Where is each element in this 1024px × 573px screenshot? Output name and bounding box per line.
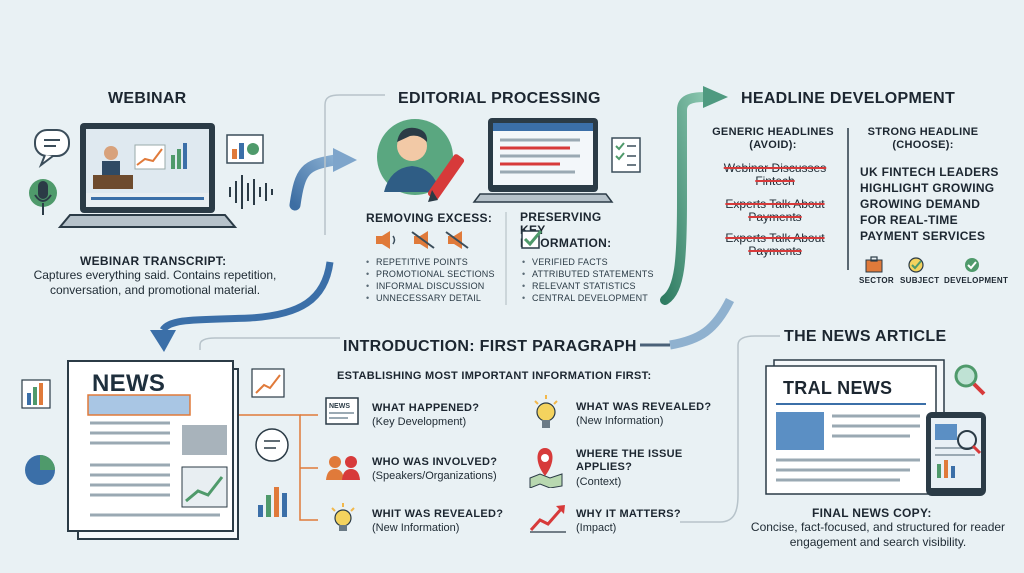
speech-bubble-icon [34, 129, 70, 168]
article-masthead: TRAL NEWS [783, 378, 893, 398]
bar-chart-icon [21, 379, 51, 409]
intro-item-title: WHIT WAS REVEALED? [372, 508, 504, 520]
tablet-icon [926, 412, 986, 496]
lightbulb-icon [331, 503, 355, 531]
intro-item-title: WHAT WAS REVEALED? [576, 401, 712, 413]
generic-headline-2: Experts Talk About Payments [725, 197, 825, 224]
list-item: PROMOTIONAL SECTIONS [366, 268, 495, 280]
headline-tag-icons [865, 256, 979, 273]
intro-item-sub: (Speakers/Organizations) [372, 470, 497, 482]
laptop-icon [57, 123, 238, 228]
target-icon [908, 257, 924, 273]
muted-speaker-icon [445, 231, 469, 249]
arrow-editorial-to-headline [660, 92, 710, 305]
final-copy-title: FINAL NEWS COPY: [812, 506, 932, 520]
checkbox-icon [521, 230, 543, 249]
svg-text:NEWS: NEWS [329, 403, 350, 410]
webinar-heading: WEBINAR [108, 90, 187, 107]
final-copy-description: Concise, fact-focused, and structured fo… [750, 520, 1006, 549]
intro-item-title: WHAT HAPPENED? [372, 402, 480, 414]
muted-speaker-icons [372, 230, 482, 255]
strong-headline: UK FINTECH LEADERS HIGHLIGHT GROWING GRO… [860, 165, 999, 243]
checklist-icon [611, 137, 641, 173]
webinar-subheading: WEBINAR TRANSCRIPT: [80, 254, 227, 268]
intro-item-sub: (Context) [576, 476, 622, 488]
list-item: ATTRIBUTED STATEMENTS [522, 268, 654, 280]
intro-item-sub: (Impact) [576, 522, 617, 534]
pie-chart-icon [25, 455, 55, 485]
news-icon: NEWS [325, 397, 359, 425]
editorial-heading: EDITORIAL PROCESSING [398, 90, 601, 107]
arrow-webinar-to-editorial [289, 154, 341, 211]
generic-headline-1: Webinar Discusses Fintech [723, 161, 827, 188]
intro-item-title: WHERE THE ISSUE APPLIES? [576, 448, 683, 473]
arrow-head-intro [150, 330, 176, 352]
arrow-editorial-to-intro [159, 261, 334, 333]
map-pin-icon [529, 448, 563, 488]
list-item: UNNECESSARY DETAIL [366, 292, 495, 304]
generic-headlines-title: GENERIC HEADLINES (AVOID): [712, 126, 834, 151]
briefcase-icon [865, 256, 883, 273]
sound-wave-icon [229, 175, 273, 209]
intro-item-sub: (New Information) [372, 522, 460, 534]
arrow-head-headline [703, 86, 728, 108]
intro-item-sub: (New Information) [576, 415, 664, 427]
intro-item-sub: (Key Development) [372, 416, 467, 428]
generic-headline-3: Experts Talk About Payments [725, 231, 825, 258]
check-circle-icon [965, 258, 979, 272]
list-item: CENTRAL DEVELOPMENT [522, 292, 654, 304]
removing-title: REMOVING EXCESS: [366, 211, 493, 225]
trend-chart-icon [251, 368, 285, 398]
editor-avatar-icon [377, 119, 453, 195]
list-item: INFORMAL DISCUSSION [366, 280, 495, 292]
newspaper-illustration [21, 360, 289, 540]
removing-list: REPETITIVE POINTS PROMOTIONAL SECTIONS I… [366, 256, 495, 304]
article-heading: THE NEWS ARTICLE [784, 328, 947, 345]
list-item: RELEVANT STATISTICS [522, 280, 654, 292]
tag-sector: SECTOR [859, 276, 894, 285]
magnifier-icon [954, 364, 986, 396]
arrow-intro-to-article [669, 297, 735, 350]
intro-heading: INTRODUCTION: FIRST PARAGRAPH [343, 338, 637, 355]
pen-icon [427, 154, 465, 202]
webinar-description: Captures everything said. Contains repet… [33, 268, 277, 297]
webinar-illustration [29, 123, 273, 228]
arrow-head-editorial [333, 148, 357, 172]
people-icon [326, 456, 360, 480]
tag-development: DEVELOPMENT [944, 276, 1009, 285]
monitor-icon [472, 118, 614, 203]
bar-chart-icon [258, 487, 287, 517]
intro-subheading: ESTABLISHING MOST IMPORTANT INFORMATION … [337, 370, 652, 382]
article-illustration [765, 359, 986, 496]
headline-heading: HEADLINE DEVELOPMENT [741, 90, 956, 107]
speaker-icon [376, 231, 396, 249]
chart-card-icon [226, 134, 264, 164]
preserving-list: VERIFIED FACTS ATTRIBUTED STATEMENTS REL… [522, 256, 654, 304]
trend-icon [529, 505, 566, 533]
strong-headline-title: STRONG HEADLINE (CHOOSE): [867, 126, 979, 151]
intro-item-title: WHO WAS INVOLVED? [372, 456, 498, 468]
tag-subject: SUBJECT [900, 276, 940, 285]
muted-speaker-icon [411, 231, 435, 249]
list-item: REPETITIVE POINTS [366, 256, 495, 268]
intro-item-title: WHY IT MATTERS? [576, 508, 681, 520]
list-item: VERIFIED FACTS [522, 256, 654, 268]
microphone-icon [29, 179, 57, 215]
speech-bubble-icon [255, 428, 289, 462]
lightbulb-icon [534, 395, 558, 428]
newspaper-masthead: NEWS [92, 370, 166, 397]
editorial-illustration [377, 118, 641, 203]
